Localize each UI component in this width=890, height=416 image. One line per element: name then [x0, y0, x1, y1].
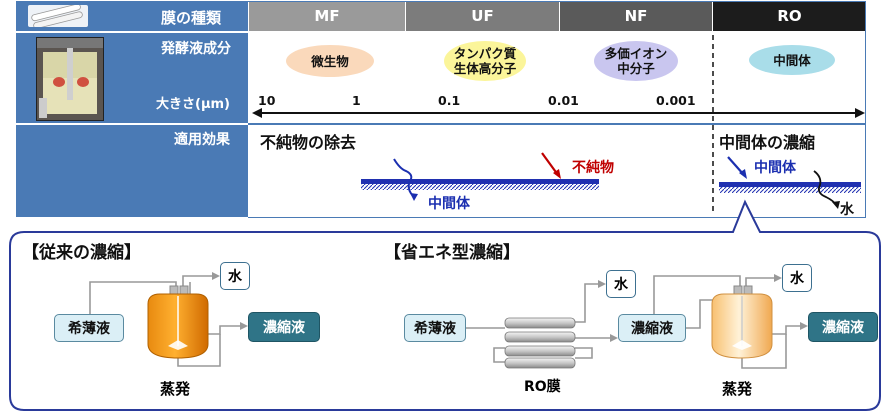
- effect-left-title: 不純物の除去: [260, 133, 357, 152]
- membrane-bar-left: [361, 179, 599, 190]
- callout-frame: [9, 199, 881, 411]
- row-divider: [16, 123, 866, 125]
- conventional-water-box: 水: [220, 262, 250, 290]
- water-path-right: [813, 170, 840, 209]
- fermenter-photo-icon: [36, 37, 104, 121]
- effect-right-water-label: 水: [840, 202, 854, 218]
- membrane-cartridge-icon: [28, 3, 88, 29]
- scale-1: 1: [352, 93, 361, 108]
- conventional-arrowheads: [212, 272, 248, 330]
- scale-0-01: 0.01: [548, 93, 579, 108]
- label-components: 発酵液成分: [161, 41, 231, 57]
- header-nf: NF: [560, 1, 712, 31]
- oval-intermediate: 中間体: [749, 45, 835, 75]
- effect-right-title: 中間体の濃縮: [719, 133, 816, 152]
- energy-saving-title: 【省エネ型濃縮】: [384, 243, 520, 263]
- evaporator-tank-icon: [147, 285, 209, 359]
- oval-microbe: 微生物: [286, 45, 374, 77]
- header-uf: UF: [406, 1, 559, 31]
- energy-saving-arrowheads: [598, 274, 808, 342]
- scale-10: 10: [258, 93, 276, 108]
- membrane-table: 膜の種類 発酵液成分 大きさ(μm) 適用効果 MF UF NF RO 微生物 …: [16, 1, 866, 218]
- effect-right-intermediate-label: 中間体: [754, 160, 796, 176]
- size-scale-arrow: [252, 108, 865, 118]
- es-intermediate-concentrate-box: 濃縮液: [618, 314, 686, 342]
- intermediate-arrow-right: [727, 156, 747, 179]
- oval-ion: 多価イオン 中分子: [594, 41, 678, 81]
- table-border: [248, 1, 866, 218]
- intermediate-path-left: [393, 158, 418, 201]
- scale-0-001: 0.001: [656, 93, 696, 108]
- es-ro-label: RO膜: [524, 379, 561, 395]
- evaporator-tank-light-icon: [711, 285, 773, 359]
- table-graphics: [252, 35, 865, 215]
- conventional-evaporator-label: 蒸発: [160, 380, 191, 398]
- conventional-concentrate-box: 濃縮液: [248, 312, 320, 342]
- conventional-title: 【従来の濃縮】: [22, 243, 141, 263]
- header-ro: RO: [713, 1, 866, 31]
- ro-membrane-module-icon: [504, 317, 576, 369]
- effect-left-intermediate-label: 中間体: [428, 196, 470, 212]
- header-mf: MF: [249, 1, 405, 31]
- es-feed-box: 希薄液: [404, 314, 466, 342]
- conventional-feed-box: 希薄液: [54, 314, 124, 342]
- es-concentrate-box: 濃縮液: [808, 312, 878, 342]
- membrane-bar-right: [719, 182, 861, 193]
- scale-0-1: 0.1: [438, 93, 461, 108]
- label-membrane-type: 膜の種類: [161, 9, 222, 27]
- row-divider: [16, 31, 866, 33]
- label-size: 大きさ(μm): [156, 97, 230, 112]
- impurity-arrow: [541, 152, 561, 179]
- row-divider-white: [16, 123, 248, 125]
- es-water-box-1: 水: [606, 270, 636, 298]
- effect-impurity-label: 不純物: [572, 160, 614, 176]
- oval-protein: タンパク質 生体高分子: [444, 41, 526, 81]
- label-effect: 適用効果: [174, 132, 230, 148]
- es-water-box-2: 水: [782, 264, 812, 292]
- es-evaporator-label: 蒸発: [722, 380, 753, 398]
